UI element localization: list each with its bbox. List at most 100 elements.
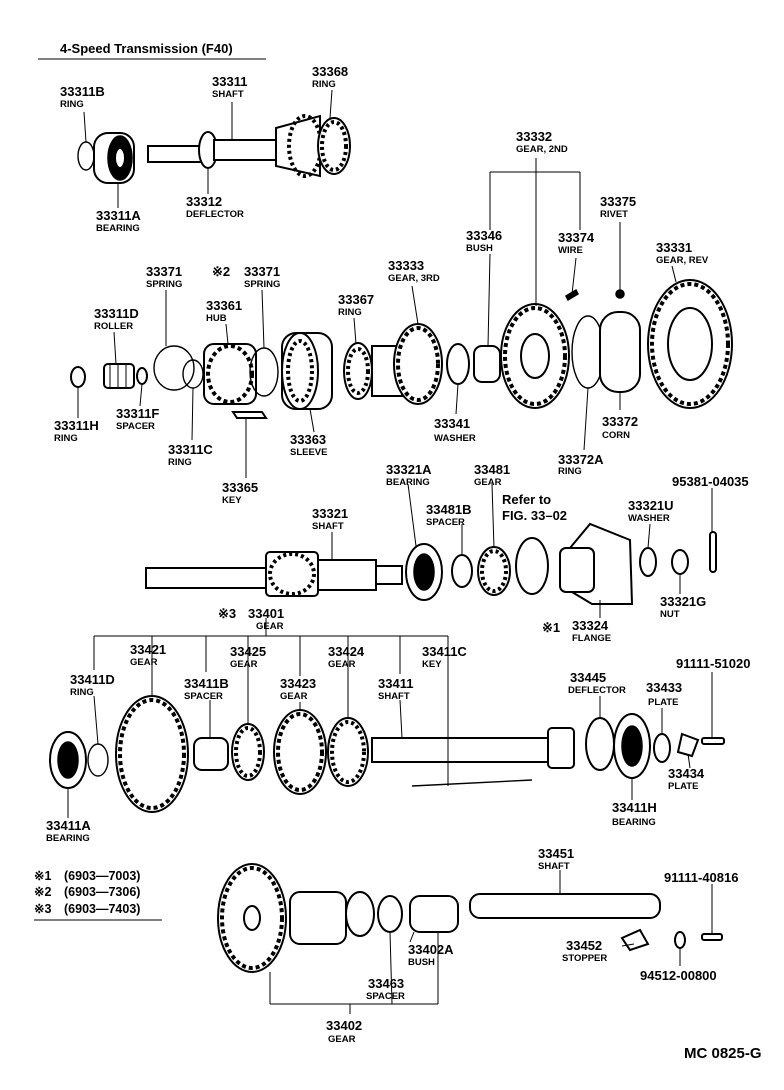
part-name: RING: [70, 687, 94, 698]
note-text: (6903—7403): [64, 902, 140, 916]
roller-33311d: [103, 363, 135, 389]
spacer-33411b: [193, 737, 229, 771]
part-number: 33371: [244, 264, 280, 279]
bush-33402a: [409, 895, 459, 933]
note-mark: ※3: [34, 902, 51, 916]
key-33411c: [411, 779, 533, 787]
part-number: 33321: [312, 506, 348, 521]
part-number: 33311C: [168, 442, 213, 457]
part-number: 33371: [146, 264, 182, 279]
part-name: GEAR: [280, 691, 308, 702]
part-number: 33311A: [96, 208, 141, 223]
leader-lines: [34, 89, 713, 1014]
part-number: 33411B: [184, 676, 229, 691]
shaft-33411: [371, 737, 553, 763]
part-number: 33463: [368, 976, 404, 991]
part-number: 91111-51020: [676, 656, 750, 671]
part-name: RING: [60, 99, 84, 110]
part-name: SPACER: [184, 691, 223, 702]
input-shaft-gear-33311: [275, 114, 321, 178]
part-name: SPACER: [366, 991, 405, 1002]
notes-legend: ※1 (6903—7003) ※2 (6903—7306) ※3 (6903—7…: [34, 869, 140, 916]
refer-note-line1: Refer to: [502, 492, 551, 507]
note-mark: ※2: [34, 885, 51, 899]
part-name: FLANGE: [572, 633, 611, 644]
rivet-33375: [615, 289, 625, 299]
note-mark: ※2: [212, 264, 230, 279]
bolt-91111-40816: [701, 933, 723, 941]
part-number: 33321G: [660, 594, 706, 609]
part-name: SPACER: [116, 421, 155, 432]
bolt-91111-51020: [701, 737, 725, 745]
hub-33361: [203, 343, 257, 405]
part-name: SHAFT: [538, 861, 570, 872]
shaft-33321: [317, 559, 377, 591]
part-name: GEAR, 3RD: [388, 273, 440, 284]
part-number: 33425: [230, 644, 266, 659]
part-name: SHAFT: [378, 691, 410, 702]
shaft-33321-gear: [265, 551, 319, 597]
part-name: NUT: [660, 609, 680, 620]
deflector-33445: [585, 717, 615, 771]
diagram-code: MC 0825-G: [684, 1045, 762, 1062]
diagram-title: 4-Speed Transmission (F40): [60, 41, 233, 56]
gear-33423: [273, 709, 327, 795]
note-text: (6903—7003): [64, 869, 140, 883]
part-name: GEAR: [328, 659, 356, 670]
part-number: 33311F: [116, 406, 159, 421]
part-name: BEARING: [96, 223, 140, 234]
part-number: 33372A: [558, 452, 604, 467]
ring-33311h: [70, 366, 86, 388]
part-name: BUSH: [408, 957, 435, 968]
part-name: KEY: [222, 495, 242, 506]
shaft-33321-end: [145, 567, 267, 589]
part-number: 33311: [212, 74, 247, 89]
part-number: 33411: [378, 676, 413, 691]
part-number: 33411C: [422, 644, 467, 659]
plate-33434: [676, 732, 700, 758]
spacer-33311f: [136, 367, 148, 385]
part-number: 33424: [328, 644, 365, 659]
part-number: 33367: [338, 292, 374, 307]
part-number: 33481: [474, 462, 510, 477]
output-gear-train-group: [70, 279, 733, 419]
part-name: DEFLECTOR: [186, 209, 244, 220]
note-mark: ※3: [218, 606, 236, 621]
part-name: GEAR: [130, 657, 158, 668]
snap-ring-33311b: [77, 141, 95, 171]
part-name: BEARING: [612, 817, 656, 828]
part-name: BEARING: [46, 833, 90, 844]
part-name: KEY: [422, 659, 442, 670]
part-number: 33401: [248, 606, 284, 621]
part-number: 33321U: [628, 498, 674, 513]
pin-95381-04035: [709, 531, 717, 573]
part-number: 33375: [600, 194, 636, 209]
part-number: 33374: [558, 230, 595, 245]
part-number: 33421: [130, 642, 166, 657]
part-name: DEFLECTOR: [568, 685, 626, 696]
part-number: 33363: [290, 432, 326, 447]
part-name: ROLLER: [94, 321, 133, 332]
part-name: HUB: [206, 313, 227, 324]
part-name: RING: [54, 433, 78, 444]
input-shaft-33311: [213, 139, 277, 161]
part-number: 33311D: [94, 306, 139, 321]
part-labels: 33311B RING 33311 SHAFT 33368 RING 33311…: [46, 64, 750, 1045]
part-number: 33433: [646, 680, 682, 695]
part-number: 91111-40816: [664, 870, 738, 885]
part-name: WASHER: [434, 433, 476, 444]
note-mark: ※1: [34, 869, 51, 883]
part-number: 33452: [566, 938, 602, 953]
ring-seal-33481: [515, 537, 549, 595]
part-number: 33402: [326, 1018, 362, 1033]
nut-33321g: [671, 549, 689, 575]
part-number: 33411A: [46, 818, 91, 833]
part-number: 33434: [668, 766, 705, 781]
part-number: 33341: [434, 416, 470, 431]
part-number: 33333: [388, 258, 424, 273]
reverse-idler-group: [217, 863, 723, 973]
part-number: 33368: [312, 64, 348, 79]
plate-33433: [653, 733, 671, 763]
part-name: SPACER: [426, 517, 465, 528]
cluster-gear-group: [49, 695, 725, 813]
